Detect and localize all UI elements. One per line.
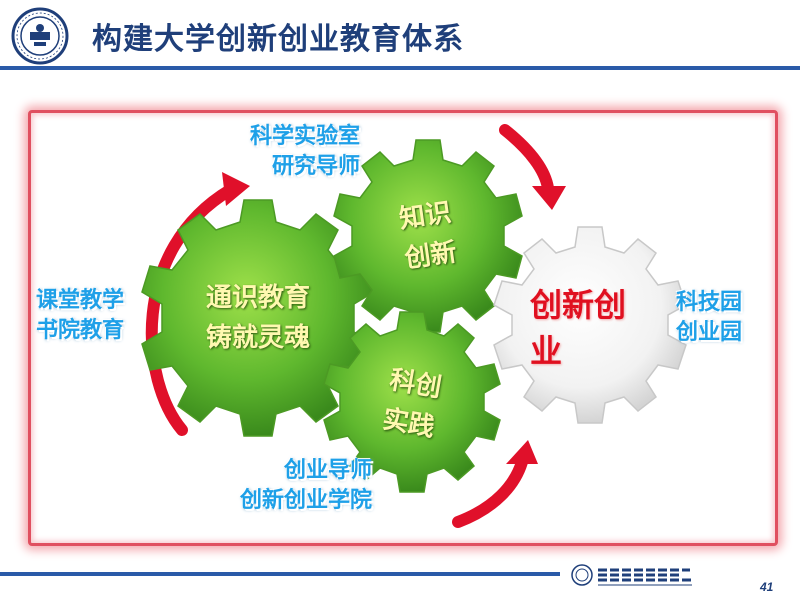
gear-general-text: 通识教育 铸就灵魂 [170, 278, 346, 358]
label-lab-line2: 研究导师 [271, 154, 360, 179]
page-number: 41 [760, 580, 774, 594]
gear-knowledge [333, 139, 523, 333]
header-divider [0, 66, 800, 70]
gear-practice [323, 311, 501, 493]
label-classroom: 课堂教学 书院教育 [36, 286, 146, 346]
gear-innovation [493, 226, 687, 424]
label-science-park-line1: 科技园 [676, 290, 743, 315]
label-science-park: 科技园 创业园 [676, 288, 762, 348]
label-classroom-line1: 课堂教学 [36, 288, 125, 313]
label-mentor-line1: 创业导师 [283, 458, 372, 483]
university-footer-logo-icon [571, 564, 692, 586]
page-title: 构建大学创新创业教育体系 [92, 22, 464, 57]
gear-general-line2: 铸就灵魂 [205, 323, 310, 353]
header: 构建大学创新创业教育体系 [0, 0, 800, 70]
cycle-arrowhead-left [222, 172, 250, 206]
gear-practice-text: 科创 实践 [356, 356, 468, 452]
cycle-arrow-top [499, 124, 554, 194]
label-mentor-line2: 创新创业学院 [239, 488, 372, 513]
gear-innovation-text: 创新创 业 [530, 282, 670, 374]
label-lab: 科学实验室 研究导师 [200, 122, 360, 182]
label-science-park-line2: 创业园 [676, 320, 743, 345]
cycle-arrow-bottom [452, 456, 528, 528]
gear-innovation-line2: 业 [530, 332, 563, 370]
university-seal-icon [11, 7, 69, 65]
cycle-arrowhead-top [532, 186, 566, 210]
cycle-arrowhead-bottom [506, 440, 538, 464]
label-classroom-line2: 书院教育 [36, 318, 125, 343]
label-lab-line1: 科学实验室 [249, 124, 360, 149]
gear-innovation-line1: 创新创 [530, 286, 627, 324]
gear-knowledge-text: 知识 创新 [373, 189, 483, 282]
label-mentor: 创业导师 创新创业学院 [190, 456, 372, 516]
gear-general-line1: 通识教育 [205, 283, 310, 313]
footer-divider [0, 572, 560, 576]
